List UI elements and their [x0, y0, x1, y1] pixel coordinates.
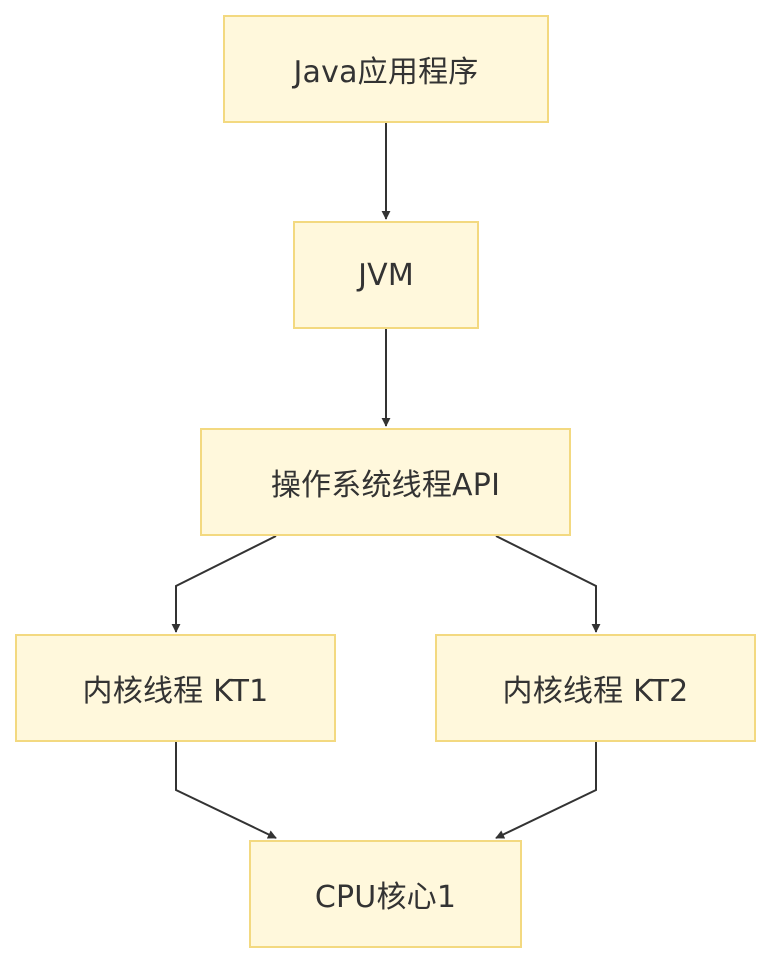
edge-api-to-kt1: [171, 535, 277, 633]
node-jvm: JVM: [293, 221, 479, 329]
node-cpu-core-1: CPU核心1: [249, 840, 522, 948]
node-label: JVM: [358, 257, 414, 293]
node-label: CPU核心1: [314, 880, 457, 915]
node-java-application: Java应用程序: [223, 15, 549, 123]
edge-kt1-to-cpu: [175, 742, 277, 839]
node-label: 操作系统线程API: [270, 468, 501, 503]
edge-kt2-to-cpu: [495, 742, 597, 839]
node-kernel-thread-kt1: 内核线程 KT1: [15, 634, 336, 742]
node-label: 内核线程 KT1: [82, 674, 269, 709]
node-os-thread-api: 操作系统线程API: [200, 428, 571, 536]
node-label: Java应用程序: [293, 55, 479, 90]
node-kernel-thread-kt2: 内核线程 KT2: [435, 634, 756, 742]
edge-api-to-kt2: [495, 535, 601, 633]
node-label: 内核线程 KT2: [502, 674, 689, 709]
